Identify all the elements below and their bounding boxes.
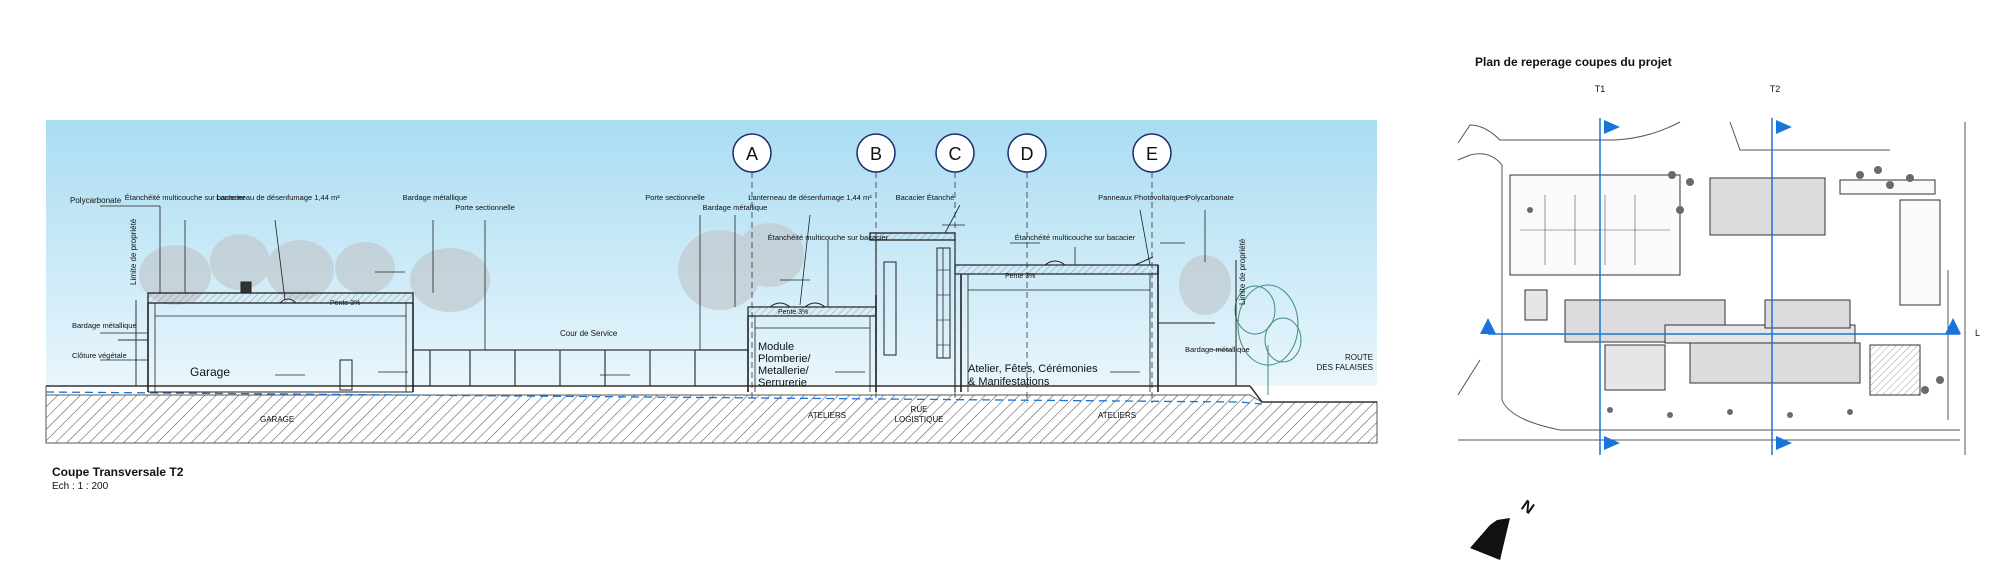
label-route-2: DES FALAISES [1317, 363, 1373, 372]
plan-roads [1457, 121, 1966, 455]
grid-marker-b: B [856, 133, 896, 173]
plan-cut-t2-label: T2 [1770, 84, 1781, 94]
ground-line-right [1249, 385, 1263, 403]
label-cour-service: Cour de Service [560, 329, 618, 338]
section-labels: Polycarbonate Limite de propriété Étanch… [52, 193, 1373, 492]
label-cloture: Clôture végétale [72, 351, 127, 360]
plan-parking [1520, 195, 1670, 265]
plan-cut-arrows [1480, 120, 1961, 450]
label-porte-right: Porte sectionnelle [645, 193, 705, 202]
room-atelier-1: Atelier, Fêtes, Cérémonies [968, 363, 1098, 375]
room-module-1: Module [758, 341, 794, 353]
plan-buildings [1509, 174, 1941, 396]
label-pente-module: Pente 3% [778, 309, 808, 316]
room-module-2: Plomberie/ [758, 353, 812, 365]
plan-cut-t1-label: T1 [1595, 84, 1606, 94]
room-garage: Garage [190, 365, 230, 379]
svg-text:D: D [1021, 144, 1034, 164]
ground-label-rue-2: LOGISTIQUE [895, 415, 944, 424]
plan-cut-lines [1488, 118, 1960, 455]
label-bacacier: Bacacier Étanché [896, 193, 955, 202]
label-polycarbonate-right: Polycarbonate [1186, 193, 1234, 202]
leader-lines [100, 204, 1232, 361]
north-arrow-icon: N [1470, 497, 1537, 560]
fence [413, 349, 748, 386]
elevation-tags [375, 224, 1185, 376]
label-panneaux: Panneaux Photovoltaïques [1098, 193, 1188, 202]
label-etancheite-module: Étanchéité multicouche sur bacacier [768, 233, 889, 242]
svg-text:A: A [746, 144, 758, 164]
plan-cut-l-label: L [1975, 328, 1980, 338]
section-scale: Ech : 1 : 200 [52, 481, 109, 492]
label-lanterneau-right: Lanterneau de désenfumage 1,44 m² [748, 193, 872, 202]
label-pente-atelier: Pente 3% [1005, 273, 1035, 280]
label-etancheite-left: Étanchéité multicouche sur bacacier [125, 193, 246, 202]
label-porte-mid: Porte sectionnelle [455, 203, 515, 212]
label-route-1: ROUTE [1345, 353, 1373, 362]
garage-building [147, 281, 414, 393]
svg-text:B: B [870, 144, 882, 164]
plan-trees [1527, 166, 1944, 418]
label-lanterneau-left: Lanterneau de désenfumage 1,44 m² [216, 193, 340, 202]
tree-green [1234, 284, 1302, 395]
atelier-building [954, 256, 1237, 392]
tree-group [139, 223, 1231, 315]
plan-title: Plan de reperage coupes du projet [1475, 55, 1672, 69]
ground-label-garage: GARAGE [260, 415, 294, 424]
svg-text:N: N [1518, 497, 1537, 518]
section-title: Coupe Transversale T2 [52, 465, 184, 479]
grid-lines [751, 172, 1153, 403]
label-limite-left: Limite de propriété [129, 218, 138, 285]
label-pente-left: Pente 3% [330, 300, 360, 307]
label-limite-right: Limite de propriété [1238, 238, 1247, 305]
site-plan: Plan de reperage coupes du projet [1457, 55, 1980, 560]
grid-marker-c: C [935, 133, 975, 173]
label-polycarbonate-left: Polycarbonate [70, 196, 122, 205]
label-etancheite-atelier: Étanchéité multicouche sur bacacier [1015, 233, 1136, 242]
label-bardage-right: Bardage métallique [1185, 345, 1250, 354]
room-module-4: Serrurerie [758, 377, 807, 389]
label-bardage-mid: Bardage métallique [403, 193, 468, 202]
ground-label-rue-1: RUE [911, 405, 928, 414]
section-t2: A B C D E [45, 120, 1378, 444]
ground-label-ateliers-2: ATELIERS [1098, 411, 1136, 420]
svg-text:E: E [1146, 144, 1158, 164]
label-bardage-left: Bardage métallique [72, 321, 137, 330]
grid-marker-d: D [1007, 133, 1047, 173]
grid-marker-e: E [1132, 133, 1172, 173]
room-atelier-2: & Manifestations [968, 376, 1050, 388]
grid-marker-a: A [732, 133, 772, 173]
svg-text:C: C [949, 144, 962, 164]
ground-hatch [45, 386, 1378, 444]
ground-label-ateliers-1: ATELIERS [808, 411, 846, 420]
room-module-3: Metallerie/ [758, 365, 810, 377]
label-bardage-module: Bardage métallique [703, 203, 768, 212]
